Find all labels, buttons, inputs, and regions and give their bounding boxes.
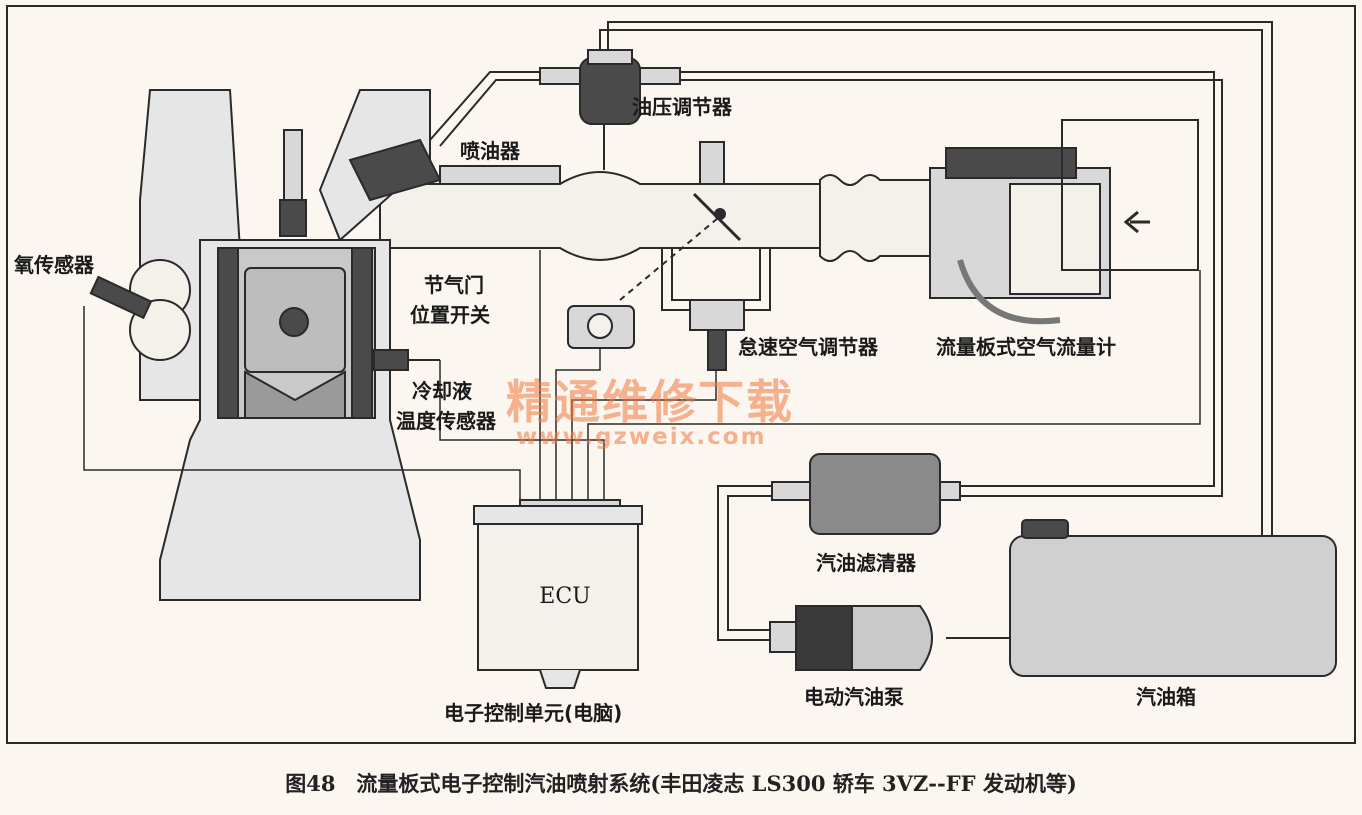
idle-air-controller-part (661, 248, 771, 371)
figure-caption: 图48 流量板式电子控制汽油喷射系统(丰田凌志 LS300 轿车 3VZ--FF… (285, 771, 1077, 796)
air-flow-meter-label: 流量板式空气流量计 (936, 335, 1116, 359)
fuel-tank-label: 汽油箱 (1136, 685, 1196, 709)
throttle-switch-part (567, 217, 719, 349)
ecu-part (473, 499, 643, 689)
throttle-switch-label-line2: 位置开关 (410, 303, 490, 327)
oxygen-sensor-label: 氧传感器 (14, 253, 94, 277)
fuel-pump-part (769, 605, 1010, 671)
watermark-text: 精通维修下载 (506, 375, 794, 429)
intake-system (379, 141, 931, 262)
ecu-description-label: 电子控制单元(电脑) (444, 701, 623, 725)
air-flow-meter-part (929, 119, 1199, 325)
oxygen-sensor-part (89, 259, 191, 361)
throttle-switch-label-line1: 节气门 (424, 273, 484, 297)
fuel-filter-part (717, 453, 961, 641)
fuel-filter-label: 汽油滤清器 (816, 551, 916, 575)
fuel-return-line (599, 21, 1273, 540)
idle-air-controller-label: 怠速空气调节器 (738, 335, 878, 359)
watermark-url: www.gzweix.com (516, 424, 767, 450)
coolant-sensor-label-line1: 冷却液 (412, 379, 472, 403)
injector-label: 喷油器 (460, 139, 520, 163)
coolant-sensor-part (373, 349, 440, 371)
pressure-regulator-label: 油压调节器 (632, 95, 732, 119)
fuel-tank-part (1009, 519, 1337, 677)
pressure-regulator-part (539, 49, 681, 170)
coolant-sensor-label-line2: 温度传感器 (396, 409, 496, 433)
fuel-supply-line (429, 71, 1223, 497)
ecu-label: ECU (539, 584, 591, 609)
diagram-frame (6, 5, 1356, 744)
fuel-pump-label: 电动汽油泵 (804, 685, 904, 709)
signal-wires (83, 250, 1201, 500)
